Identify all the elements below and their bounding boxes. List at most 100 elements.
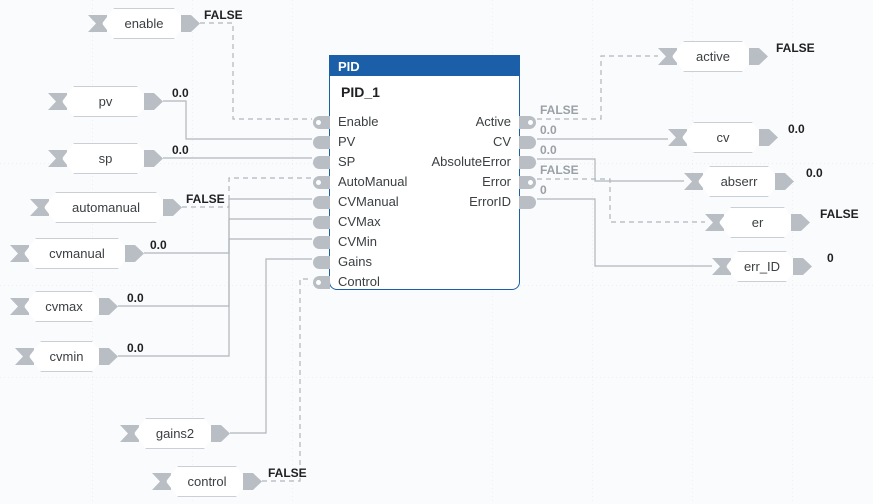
node-connector-right-icon[interactable] [791,214,810,231]
node-connector-left-icon[interactable] [668,129,687,146]
input-pin-gains[interactable] [313,256,330,269]
input-pin-label-pv: PV [338,134,356,149]
node-body[interactable]: gains2 [134,418,216,449]
output-node-abserr[interactable]: abserr [684,166,794,197]
node-body[interactable]: cvmanual [24,238,130,269]
wire-pv [163,100,312,140]
node-connector-left-icon[interactable] [10,245,29,262]
node-connector-left-icon[interactable] [658,48,677,65]
node-connector-left-icon[interactable] [10,298,29,315]
output-value-active: FALSE [776,41,815,55]
wire-cvmin [118,238,312,357]
node-connector-left-icon[interactable] [15,348,34,365]
node-connector-right-icon[interactable] [163,199,182,216]
input-node-gains2[interactable]: gains2 [120,418,230,449]
output-pin-error[interactable] [519,176,536,189]
input-node-control[interactable]: control [152,466,262,497]
output-node-cv[interactable]: cv [668,122,778,153]
node-connector-left-icon[interactable] [152,473,171,490]
node-body[interactable]: cvmin [29,341,104,372]
node-connector-left-icon[interactable] [30,199,49,216]
input-node-cvmax[interactable]: cvmax [10,291,118,322]
input-pin-enable[interactable] [313,116,330,129]
output-pin-cv[interactable] [519,136,536,149]
node-body[interactable]: cvmax [24,291,104,322]
node-connector-right-icon[interactable] [99,298,118,315]
node-body[interactable]: control [166,466,248,497]
input-value-cvmin: 0.0 [127,341,144,355]
input-pin-label-automanual: AutoManual [338,174,408,189]
node-connector-right-icon[interactable] [125,245,144,262]
input-value-automanual: FALSE [186,192,225,206]
node-connector-left-icon[interactable] [120,425,139,442]
node-connector-left-icon[interactable] [88,15,107,32]
node-connector-right-icon[interactable] [99,348,118,365]
input-node-sp[interactable]: sp [48,143,163,174]
node-body[interactable]: abserr [698,166,780,197]
node-connector-right-icon[interactable] [759,129,778,146]
pin-row-cvmanual: CVManual ErrorID [313,192,536,212]
input-pin-control[interactable] [313,276,330,289]
node-connector-right-icon[interactable] [775,173,794,190]
node-label: cvmin [49,349,84,364]
node-connector-right-icon[interactable] [793,258,812,275]
node-connector-left-icon[interactable] [705,214,724,231]
pin-row-sp: SP AbsoluteError [313,152,536,172]
node-connector-left-icon[interactable] [48,150,67,167]
output-pin-value-4: 0 [540,183,547,197]
node-connector-right-icon[interactable] [144,93,163,110]
input-node-cvmanual[interactable]: cvmanual [10,238,144,269]
input-pin-cvmanual[interactable] [313,196,330,209]
output-pin-active[interactable] [519,116,536,129]
output-pin-absoluteerror[interactable] [519,156,536,169]
input-pin-automanual[interactable] [313,176,330,189]
wire-gains [230,258,312,434]
node-connector-right-icon[interactable] [243,473,262,490]
output-node-err_ID[interactable]: err_ID [712,251,812,282]
input-pin-cvmax[interactable] [313,216,330,229]
output-value-err_ID: 0 [827,251,834,265]
pid-block-header: PID [330,56,519,76]
input-value-pv: 0.0 [172,86,189,100]
output-node-er[interactable]: er [705,207,810,238]
input-node-cvmin[interactable]: cvmin [15,341,118,372]
node-body[interactable]: er [719,207,796,238]
input-node-pv[interactable]: pv [48,86,163,117]
node-connector-right-icon[interactable] [144,150,163,167]
node-body[interactable]: enable [102,8,186,39]
input-value-control: FALSE [268,466,307,480]
wire-er [537,178,705,223]
wire-abserr [537,158,684,182]
node-connector-left-icon[interactable] [684,173,703,190]
output-pin-errorid[interactable] [519,196,536,209]
input-pin-label-gains: Gains [338,254,372,269]
node-body[interactable]: err_ID [726,251,798,282]
output-pin-label-error: Error [482,174,511,189]
pin-row-cvmax: CVMax [313,212,519,232]
node-body[interactable]: cv [682,122,764,153]
node-body[interactable]: automanual [44,192,168,223]
node-connector-left-icon[interactable] [712,258,731,275]
node-body[interactable]: active [672,41,754,72]
node-body[interactable]: pv [62,86,149,117]
input-pin-label-cvmax: CVMax [338,214,381,229]
node-connector-right-icon[interactable] [749,48,768,65]
node-connector-right-icon[interactable] [181,15,200,32]
node-connector-right-icon[interactable] [211,425,230,442]
input-pin-cvmin[interactable] [313,236,330,249]
input-pin-pv[interactable] [313,136,330,149]
output-value-cv: 0.0 [788,122,805,136]
input-node-automanual[interactable]: automanual [30,192,182,223]
input-pin-label-control: Control [338,274,380,289]
node-label: control [187,474,227,489]
input-node-enable[interactable]: enable [88,8,200,39]
output-pin-value-3: FALSE [540,163,579,177]
node-body[interactable]: sp [62,143,149,174]
pid-function-block[interactable]: PID PID_1 Enable Active PV CV SP Absolut… [313,55,536,290]
input-pin-sp[interactable] [313,156,330,169]
output-node-active[interactable]: active [658,41,768,72]
output-pin-label-cv: CV [492,134,511,149]
node-connector-left-icon[interactable] [48,93,67,110]
bool-pin-dot-icon [316,120,321,125]
